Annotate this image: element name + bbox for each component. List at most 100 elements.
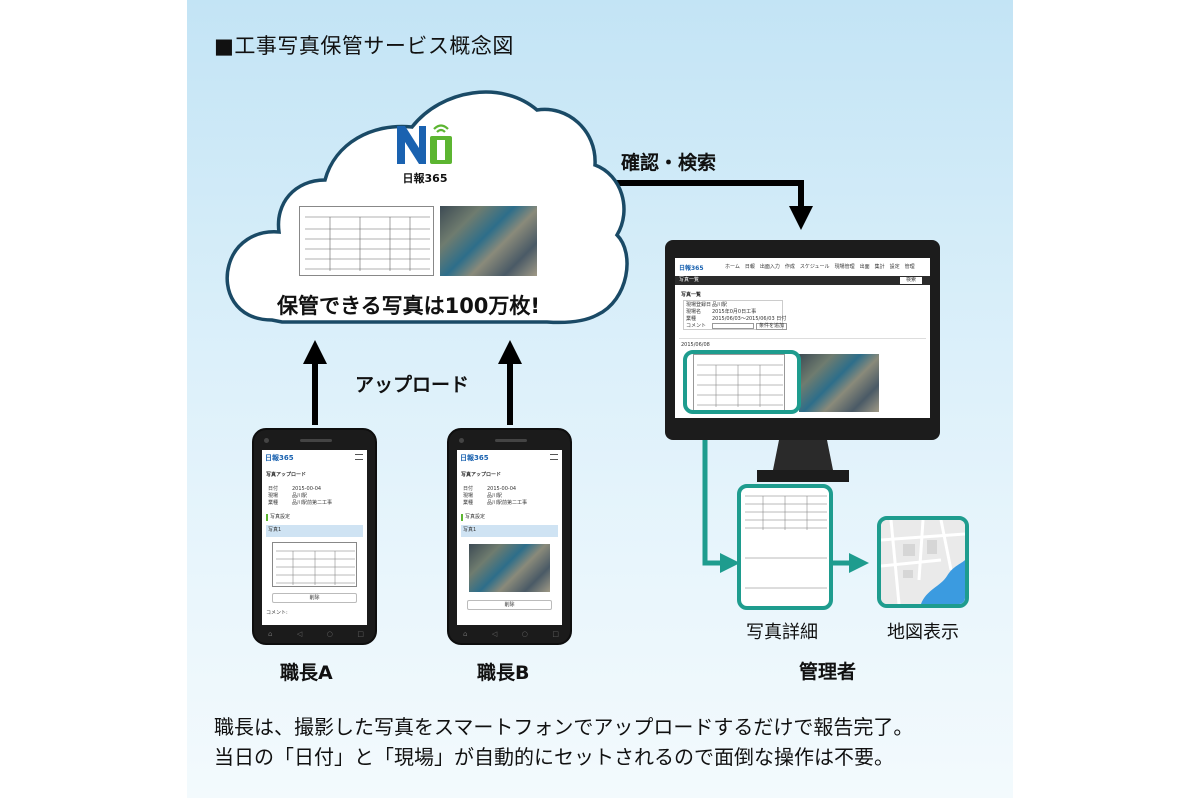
back-icon[interactable]: ◁	[491, 630, 498, 638]
document-lines-icon	[745, 495, 827, 589]
divider	[679, 338, 926, 339]
photo-select[interactable]: 写真1	[461, 525, 558, 537]
nav-item[interactable]: 日報	[744, 264, 755, 270]
caption-line-2: 当日の「日付」と「現場」が自動的にセットされるので面倒な操作は不要。	[214, 745, 894, 769]
monitor-nav: ホーム 日報 出面入力 作成 スケジュール 現場管理 出面 集計 設定 管理	[725, 264, 915, 271]
logo-text: 日報365	[402, 172, 448, 185]
worker-b-label: 職長B	[477, 662, 530, 684]
document-lines-icon	[276, 550, 355, 585]
selected-document-highlight	[683, 350, 801, 414]
nav-item[interactable]: 集計	[874, 264, 885, 270]
monitor-stand	[757, 440, 849, 482]
monitor-screen: 日報365 ホーム 日報 出面入力 作成 スケジュール 現場管理 出面 集計 設…	[675, 258, 930, 418]
concept-diagram: ■工事写真保管サービス概念図 日報365	[187, 0, 1013, 798]
phone-screen-b: 日報365 写真アップロード 日付 現場 業種 2015-00-04 品川駅 品…	[457, 450, 562, 625]
photo-select[interactable]: 写真1	[266, 525, 363, 537]
field-value-site: 品川駅	[292, 493, 308, 499]
filter-label: コメント	[686, 323, 707, 329]
nippo365-logo: 日報365	[393, 120, 457, 185]
camera-icon	[264, 438, 269, 443]
field-value-date: 2015-00-04	[487, 486, 517, 492]
comment-input[interactable]	[712, 323, 754, 329]
square-icon[interactable]: □	[552, 630, 559, 638]
nav-bar: ⌂ ◁ ○ □	[268, 630, 364, 638]
home-icon[interactable]: ⌂	[268, 630, 273, 638]
circle-icon[interactable]: ○	[326, 630, 333, 638]
menu-icon[interactable]	[355, 454, 363, 460]
filter-value: 2015年0月0日工事	[712, 309, 757, 315]
page-header-title: 写真一覧	[679, 277, 700, 283]
cloud-document-thumbnail	[299, 206, 434, 276]
filter-value: 2015/06/03〜2015/06/03 日付	[712, 316, 787, 322]
monitor-app-name: 日報365	[679, 265, 704, 272]
speaker-icon	[495, 439, 527, 442]
nav-item[interactable]: 設定	[889, 264, 900, 270]
phone-screen-a: 日報365 写真アップロード 日付 現場 業種 2015-00-04 品川駅 品…	[262, 450, 367, 625]
nav-item[interactable]: ホーム	[725, 264, 740, 270]
phone-app-name: 日報365	[265, 454, 294, 462]
filter-value: 品川駅	[712, 302, 728, 308]
photo-settings-title: 写真設定	[266, 514, 290, 521]
page-header-bar: 写真一覧 検索	[675, 276, 930, 285]
back-icon[interactable]: ◁	[296, 630, 303, 638]
field-label-date: 日付	[268, 486, 279, 492]
field-label-type: 業種	[268, 500, 279, 506]
phone-page-title: 写真アップロード	[266, 472, 307, 478]
field-value-site: 品川駅	[487, 493, 503, 499]
field-label-date: 日付	[463, 486, 474, 492]
field-label-site: 現場	[268, 493, 279, 499]
filter-label: 業種	[686, 316, 697, 322]
desktop-monitor: 日報365 ホーム 日報 出面入力 作成 スケジュール 現場管理 出面 集計 設…	[665, 240, 940, 440]
photo-detail-panel[interactable]	[737, 484, 833, 610]
phone-photo-preview	[469, 544, 550, 592]
upload-label: アップロード	[355, 374, 470, 396]
field-value-type: 品川駅前第二工事	[292, 500, 333, 506]
nav-item[interactable]: 出面入力	[759, 264, 780, 270]
nav-item[interactable]: スケジュール	[799, 264, 830, 270]
list-section-title: 写真一覧	[681, 292, 702, 298]
map-icon	[881, 520, 965, 604]
cloud-photo-thumbnail	[440, 206, 537, 276]
phone-document-preview	[272, 542, 357, 587]
comment-label: コメント:	[266, 610, 288, 616]
phone-page-title: 写真アップロード	[461, 472, 502, 478]
storage-capacity-text: 保管できる写真は100万枚!	[277, 294, 540, 318]
square-icon[interactable]: □	[357, 630, 364, 638]
nav-item[interactable]: 管理	[904, 264, 915, 270]
diagram-title: ■工事写真保管サービス概念図	[214, 34, 514, 58]
nav-item[interactable]: 現場管理	[834, 264, 855, 270]
nav-bar: ⌂ ◁ ○ □	[463, 630, 559, 638]
filter-label: 現場名	[686, 309, 702, 315]
monitor-photo-thumbnail[interactable]	[799, 354, 879, 412]
filter-label: 現場登録日	[686, 302, 712, 308]
delete-button[interactable]: 削除	[272, 593, 357, 603]
nav-item[interactable]: 出面	[859, 264, 870, 270]
caption-line-1: 職長は、撮影した写真をスマートフォンでアップロードするだけで報告完了。	[214, 715, 914, 739]
smartphone-b: 日報365 写真アップロード 日付 現場 業種 2015-00-04 品川駅 品…	[447, 428, 572, 645]
manager-label: 管理者	[799, 661, 857, 683]
field-value-date: 2015-00-04	[292, 486, 322, 492]
worker-a-label: 職長A	[280, 662, 333, 684]
menu-icon[interactable]	[550, 454, 558, 460]
camera-icon	[459, 438, 464, 443]
map-panel[interactable]	[877, 516, 969, 608]
circle-icon[interactable]: ○	[521, 630, 528, 638]
confirm-search-label: 確認・検索	[621, 152, 717, 174]
document-lines-icon	[697, 364, 783, 407]
photo-detail-label: 写真詳細	[746, 622, 818, 643]
add-condition-button[interactable]: 条件を追加	[756, 323, 788, 330]
speaker-icon	[300, 439, 332, 442]
monitor-document-thumbnail[interactable]	[693, 354, 785, 412]
map-view-label: 地図表示	[887, 622, 959, 643]
home-icon[interactable]: ⌂	[463, 630, 468, 638]
phone-app-name: 日報365	[460, 454, 489, 462]
logo-mark-icon	[397, 124, 452, 164]
delete-button[interactable]: 削除	[467, 600, 552, 610]
smartphone-a: 日報365 写真アップロード 日付 現場 業種 2015-00-04 品川駅 品…	[252, 428, 377, 645]
detail-flow-arrow	[702, 410, 740, 573]
nav-item[interactable]: 作成	[784, 264, 795, 270]
document-lines-icon	[305, 216, 430, 271]
search-button[interactable]: 検索	[899, 277, 922, 284]
field-label-type: 業種	[463, 500, 474, 506]
date-label: 2015/06/08	[681, 342, 710, 348]
